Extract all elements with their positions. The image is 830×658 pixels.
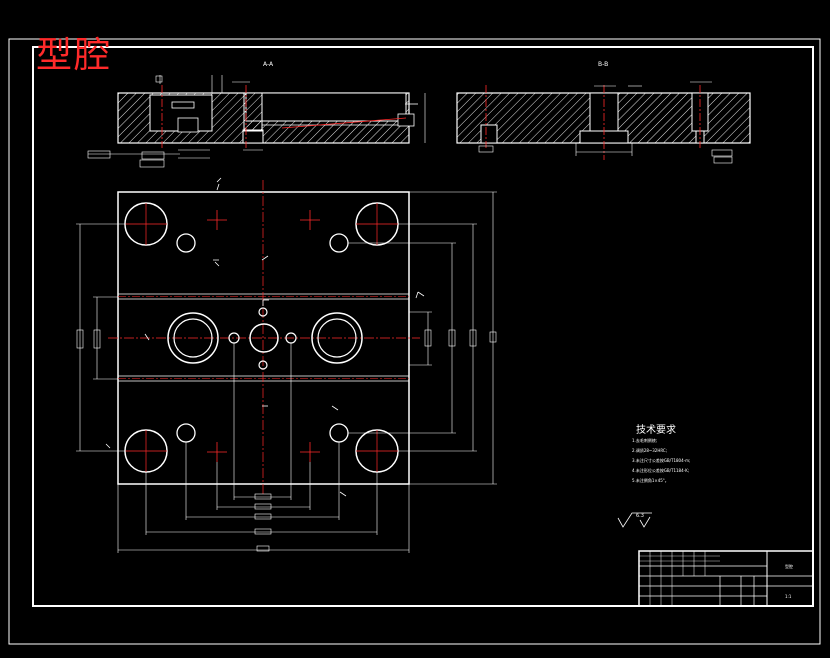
drawing-title-stamp: 型腔 [36, 35, 113, 76]
cavity-inner-right [317, 318, 357, 358]
small-hole [258, 307, 268, 317]
section-a-channel [245, 92, 407, 122]
title-block-part-name: 型腔 [785, 563, 793, 569]
tolerance-frame [87, 150, 111, 159]
cavity-bore-left [167, 312, 219, 364]
cavity-bore-right [311, 312, 363, 364]
tolerance-frame [713, 156, 733, 164]
section-a-feature-2 [177, 117, 199, 133]
plan-annotations [105, 177, 425, 497]
cavity-inner-left [173, 318, 213, 358]
section-view-a: A-A [87, 61, 426, 168]
section-a-label: A-A [263, 61, 274, 68]
section-b-pin-hole [691, 92, 709, 132]
section-view-b: B-B [456, 61, 751, 164]
tech-note: 1.去毛刺倒棱; [632, 438, 658, 443]
inner-frame [32, 46, 814, 607]
tolerance-frame [139, 159, 165, 168]
tolerance-frame [141, 151, 165, 160]
roughness-symbol: 6.3 [617, 512, 652, 528]
dims-bottom [117, 343, 410, 553]
section-a-end-feature [397, 113, 415, 127]
section-a-centerline-3 [281, 117, 407, 129]
tolerance-frame [711, 149, 733, 157]
screw-hole [329, 233, 349, 253]
title-block: 型腔 1:1 [638, 550, 814, 607]
tech-note: 4.未注形位公差按GB/T1184-K; [632, 468, 690, 473]
tech-requirements-list: 1.去毛刺倒棱; 2.调质28~32HRC; 3.未注尺寸公差按GB/T1804… [632, 436, 690, 486]
sprue-bore [249, 323, 279, 353]
svg-text:6.3: 6.3 [636, 513, 644, 519]
dims-right [348, 191, 497, 485]
screw-hole [176, 233, 196, 253]
section-a-feature [171, 101, 195, 109]
tolerance-frame [478, 145, 494, 153]
datum-box [155, 75, 163, 83]
section-a-web [243, 92, 263, 132]
section-b-left-hole [480, 124, 498, 144]
screw-hole [329, 423, 349, 443]
plan-view [76, 177, 497, 553]
section-b-label: B-B [598, 61, 608, 68]
tech-note: 2.调质28~32HRC; [632, 448, 668, 453]
title-block-scale: 1:1 [785, 594, 792, 599]
screw-hole [176, 423, 196, 443]
dims-left [76, 223, 126, 452]
tech-note: 5.未注倒角1×45°。 [632, 478, 669, 483]
tech-note: 3.未注尺寸公差按GB/T1804-m; [632, 458, 691, 463]
small-hole [258, 360, 268, 370]
pin-crosses [207, 210, 320, 462]
tech-requirements-title: 技术要求 [636, 425, 676, 436]
guide-hole-crosses [125, 203, 398, 472]
section-b-bore [589, 92, 619, 132]
outer-border [8, 38, 821, 645]
